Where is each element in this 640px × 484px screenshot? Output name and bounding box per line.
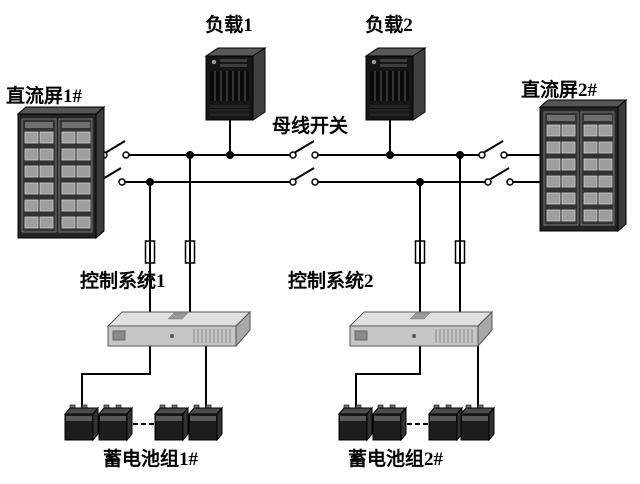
junction-dot xyxy=(416,178,424,186)
label-control-system1: 控制系统1 xyxy=(80,271,166,292)
wire-battery2-left xyxy=(355,345,421,412)
battery-icon xyxy=(98,404,133,441)
bus-tie-switch-icon xyxy=(289,140,319,159)
junction-dot xyxy=(456,151,464,159)
battery-group1 xyxy=(64,404,223,441)
junction-dot xyxy=(186,151,194,159)
battery-icon xyxy=(154,404,189,441)
label-dc-panel1: 直流屏1# xyxy=(6,86,83,107)
label-battery-group2: 蓄电池组2# xyxy=(348,449,444,470)
dc-cabinet-icon xyxy=(540,100,626,231)
label-bus-switch: 母线开关 xyxy=(271,116,348,137)
fuse-group xyxy=(144,240,466,264)
battery-icon xyxy=(428,404,463,441)
server-tower-icon xyxy=(365,47,426,121)
battery-group2 xyxy=(338,404,495,441)
label-control-system2: 控制系统2 xyxy=(288,271,374,292)
server-tower-icon xyxy=(205,47,266,121)
bus-tie-switch-icon xyxy=(289,167,319,186)
battery-icon xyxy=(188,404,223,441)
wire-battery1-left xyxy=(81,345,151,412)
dc-busbars xyxy=(96,154,540,183)
label-dc-panel2: 直流屏2# xyxy=(521,80,598,101)
rack-controller-icon xyxy=(349,311,493,347)
label-battery-group1: 蓄电池组1# xyxy=(103,449,199,470)
disconnect-switch-icon xyxy=(478,140,508,159)
battery-icon xyxy=(338,404,373,441)
battery-icon xyxy=(460,404,495,441)
disconnect-switch-icon xyxy=(100,140,130,159)
battery-icon xyxy=(64,404,99,441)
battery-icon xyxy=(372,404,407,441)
label-load2: 负载2 xyxy=(365,15,413,36)
label-load1: 负载1 xyxy=(205,15,253,36)
junction-dot xyxy=(146,178,154,186)
dc-cabinet-icon xyxy=(18,107,104,238)
rack-controller-icon xyxy=(107,311,251,347)
junction-dot xyxy=(226,151,234,159)
junction-dots xyxy=(146,151,464,186)
disconnect-switch-icon xyxy=(484,167,514,186)
connection-wires xyxy=(81,120,479,412)
junction-dot xyxy=(386,151,394,159)
